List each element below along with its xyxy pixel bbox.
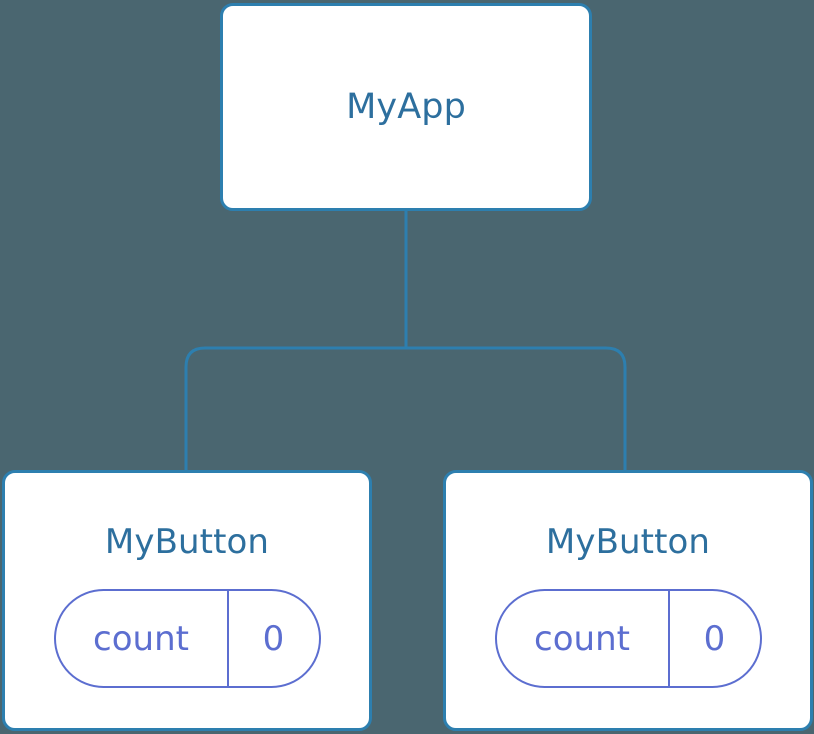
state-key-cell: count [56,591,229,686]
edge-root-to-child-left [184,346,406,470]
state-value-cell: 0 [229,591,319,686]
state-value-label: 0 [262,618,285,659]
node-mybutton-1[interactable]: MyButton count 0 [2,470,372,731]
state-key-label: count [534,618,630,659]
state-key-cell: count [497,591,670,686]
node-myapp[interactable]: MyApp [220,3,592,211]
state-value-cell: 0 [670,591,760,686]
node-title: MyButton [545,522,711,562]
node-title: MyButton [104,522,270,562]
edge-root-to-child-right [406,346,627,470]
node-title: MyApp [346,86,466,127]
state-key-label: count [93,618,189,659]
node-mybutton-2[interactable]: MyButton count 0 [443,470,813,731]
state-pill[interactable]: count 0 [53,589,321,688]
state-pill[interactable]: count 0 [494,589,762,688]
state-value-label: 0 [703,618,726,659]
